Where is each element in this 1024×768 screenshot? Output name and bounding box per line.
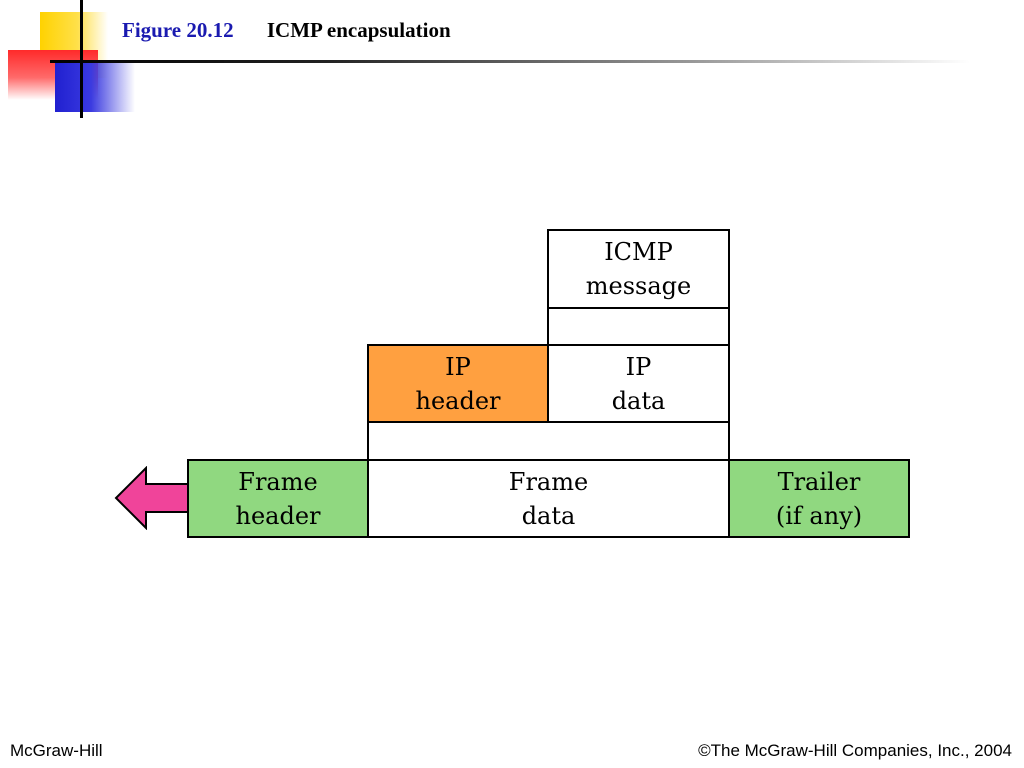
icmp-message-label-line1: ICMP: [604, 238, 673, 266]
slide-title: Figure 20.12 ICMP encapsulation: [122, 18, 451, 43]
figure-number: Figure 20.12: [122, 18, 234, 42]
title-underline: [50, 60, 970, 63]
frame-header-label-line2: header: [235, 501, 321, 530]
ip-header-label-line1: IP: [445, 352, 471, 381]
trailer-label-line1: Trailer: [777, 467, 861, 496]
ip-header-label-line2: header: [415, 386, 501, 415]
trailer-box: Trailer (if any): [728, 459, 910, 538]
left-arrow-icon: [114, 466, 189, 530]
ip-data-box: IP data: [547, 344, 730, 423]
footer-publisher: McGraw-Hill: [10, 741, 103, 760]
ip-data-label-line1: IP: [625, 352, 652, 381]
figure-caption: ICMP encapsulation: [266, 18, 451, 42]
frame-data-label-line1: Frame: [508, 467, 589, 496]
ip-data-label-line2: data: [611, 386, 666, 415]
decor-vertical-line: [80, 0, 83, 118]
frame-header-label-line1: Frame: [238, 467, 318, 496]
ip-header-box: IP header: [367, 344, 549, 423]
icmp-padding-box: [547, 307, 730, 346]
icmp-message-label-line2: message: [585, 272, 692, 300]
frame-data-box: Frame data: [367, 459, 730, 538]
icmp-message-box: ICMP message: [547, 229, 730, 309]
frame-header-box: Frame header: [187, 459, 369, 538]
ip-padding-box: [367, 421, 730, 461]
footer-copyright: ©The McGraw-Hill Companies, Inc., 2004: [698, 741, 1012, 760]
decor-blue-square: [55, 62, 135, 112]
trailer-label-line2: (if any): [775, 501, 863, 530]
frame-data-label-line2: data: [521, 501, 576, 530]
